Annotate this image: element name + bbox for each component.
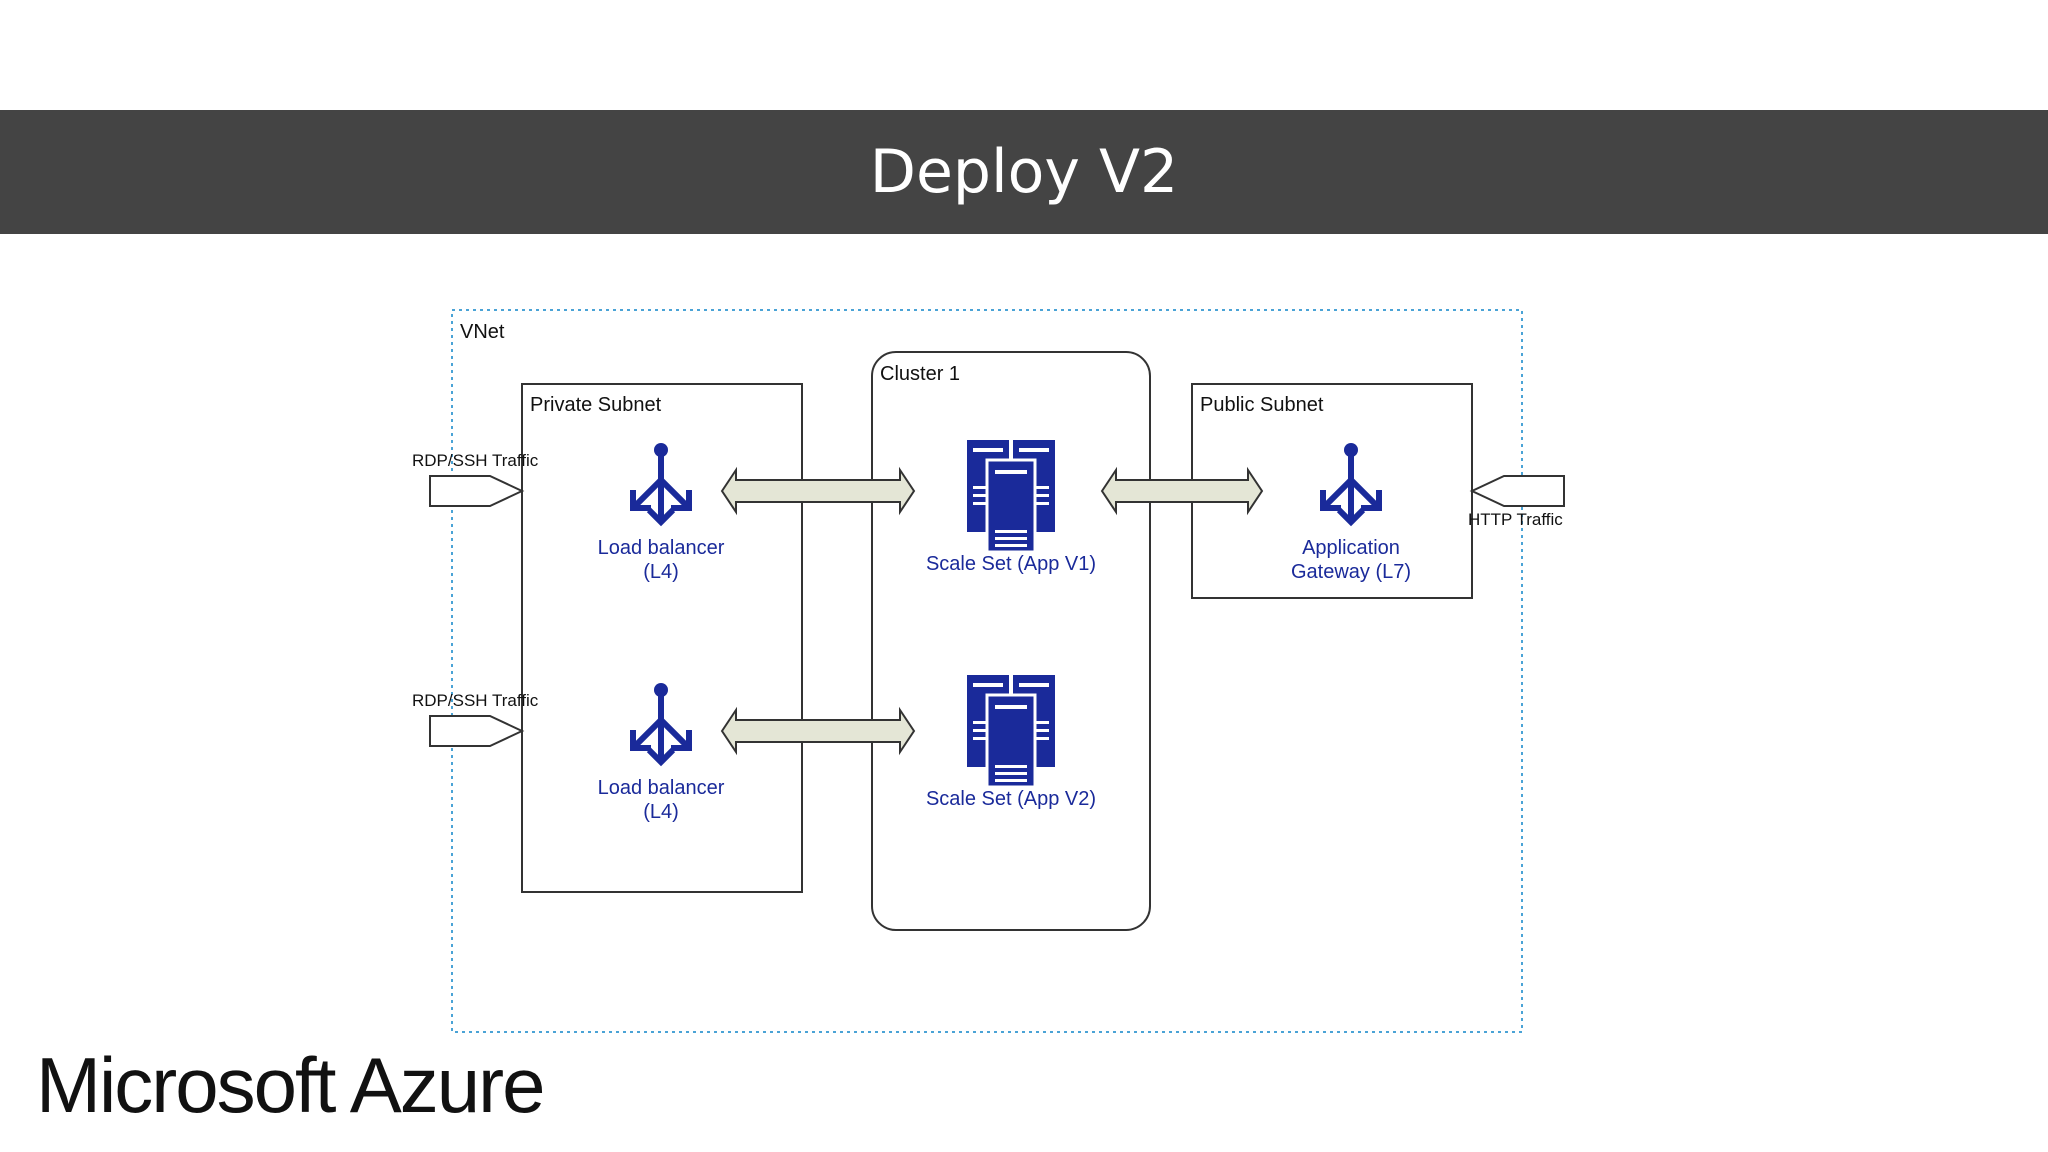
- app-gateway-label-line1: Application: [1302, 537, 1400, 559]
- rdp-traffic-arrow-top: [429, 475, 525, 507]
- rdp-traffic-label-bottom: RDP/SSH Traffic: [412, 691, 539, 710]
- connector-v1-to-gateway: [1100, 466, 1264, 516]
- microsoft-azure-logo: Microsoft Azure: [36, 1041, 546, 1129]
- cluster-box: [871, 351, 1151, 931]
- vnet-boundary: [451, 309, 1523, 1033]
- scale-set-v1-label: Scale Set (App V1): [926, 553, 1096, 575]
- connector-lb-bottom-to-v2: [720, 706, 916, 756]
- lb-bottom-label-line1: Load balancer: [598, 777, 725, 799]
- rdp-traffic-arrow-bottom: [429, 715, 525, 747]
- lb-top-label-line2: (L4): [643, 561, 679, 583]
- private-subnet-label: Private Subnet: [530, 394, 662, 416]
- rdp-traffic-label-top: RDP/SSH Traffic: [412, 451, 539, 470]
- app-gateway-label-line2: Gateway (L7): [1291, 561, 1411, 583]
- http-traffic-arrow: [1469, 475, 1565, 507]
- http-traffic-label: HTTP Traffic: [1468, 510, 1563, 529]
- title-bar: Deploy V2: [0, 110, 2048, 234]
- cluster-label: Cluster 1: [880, 363, 960, 385]
- public-subnet-label: Public Subnet: [1200, 394, 1324, 416]
- connector-lb-top-to-v1: [720, 466, 916, 516]
- lb-top-label-line1: Load balancer: [598, 537, 725, 559]
- vnet-label: VNet: [460, 321, 505, 343]
- scale-set-v2-label: Scale Set (App V2): [926, 788, 1096, 810]
- lb-bottom-label-line2: (L4): [643, 801, 679, 823]
- page-title: Deploy V2: [869, 137, 1179, 207]
